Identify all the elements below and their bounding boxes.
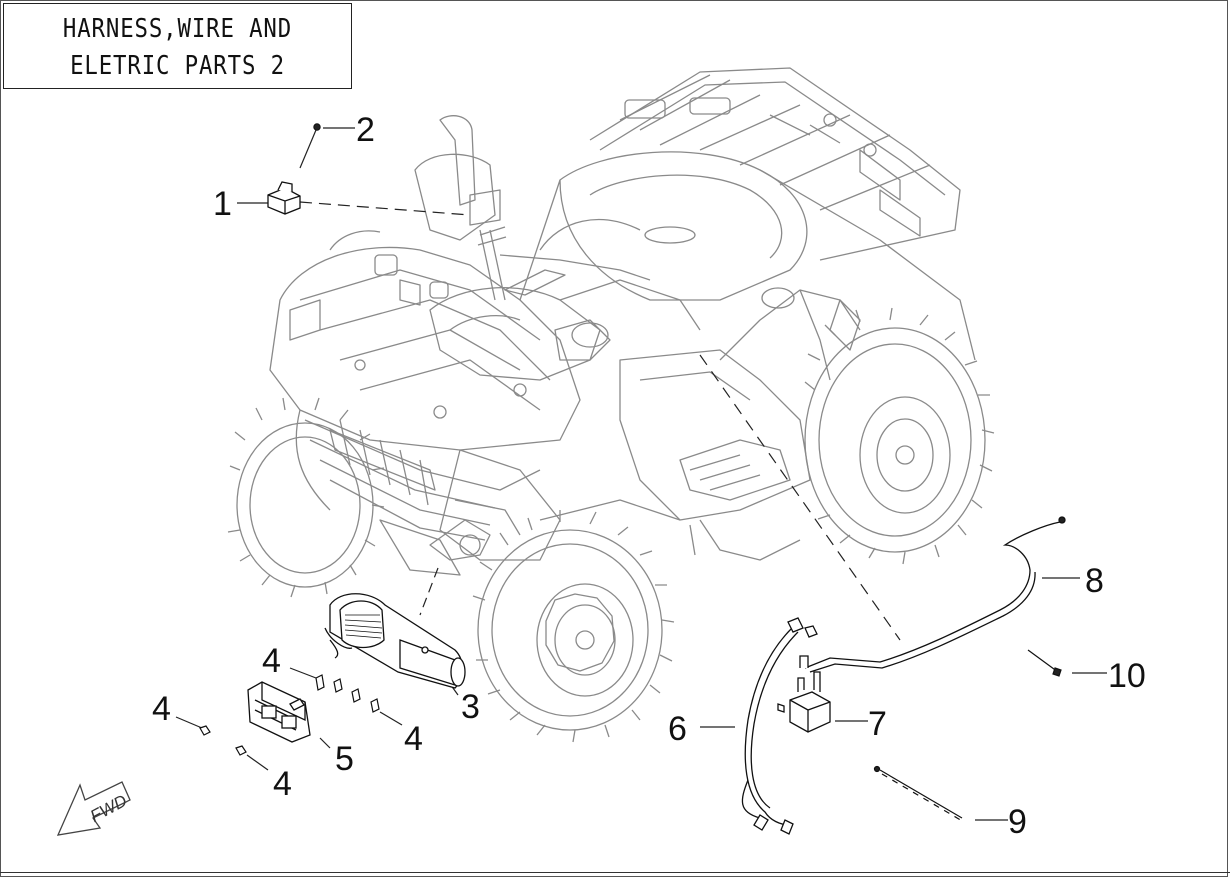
bolt-a xyxy=(315,674,325,691)
part-1-switch xyxy=(267,181,301,215)
front-right-wheel xyxy=(472,510,675,743)
bolt-e xyxy=(199,725,211,736)
footwell-and-side xyxy=(619,289,861,561)
part-9-rod xyxy=(873,765,965,823)
callout-4a: 4 xyxy=(262,642,281,680)
part-2-screw xyxy=(313,123,321,131)
callout-9: 9 xyxy=(1008,803,1027,841)
part-7-relay xyxy=(777,671,831,733)
front-rack-and-body xyxy=(269,230,581,451)
part-6-harness xyxy=(741,617,818,835)
part-8-cable xyxy=(799,516,1066,673)
fwd-arrow: FWD xyxy=(56,781,131,836)
callout-3: 3 xyxy=(461,688,480,726)
callout-4d: 4 xyxy=(273,765,292,803)
bolt-d xyxy=(370,698,380,713)
callout-6: 6 xyxy=(668,710,687,748)
seat-and-fenders xyxy=(519,151,976,361)
callout-4c: 4 xyxy=(404,720,423,758)
handlebar-and-tank xyxy=(414,115,701,381)
rear-right-wheel xyxy=(804,307,995,565)
part-3-winch xyxy=(324,593,466,689)
atv-illustration xyxy=(227,67,995,743)
title-line-2: ELETRIC PARTS 2 xyxy=(70,51,285,81)
bottom-rule xyxy=(0,872,1230,873)
callout-8: 8 xyxy=(1085,562,1104,600)
front-grille xyxy=(295,409,541,576)
callout-10: 10 xyxy=(1108,657,1146,695)
callout-numbers: 1 2 3 4 4 4 4 5 6 7 8 9 10 xyxy=(152,111,1146,841)
front-left-wheel xyxy=(227,397,385,598)
callout-7: 7 xyxy=(868,705,887,743)
part-4-bolts xyxy=(199,674,380,756)
callout-5: 5 xyxy=(335,740,354,778)
rear-rack xyxy=(589,67,961,261)
callout-4b: 4 xyxy=(152,690,171,728)
title-line-1: HARNESS,WIRE AND xyxy=(62,14,293,44)
bolt-c xyxy=(351,688,361,703)
bolt-b xyxy=(333,678,343,693)
callout-2: 2 xyxy=(356,111,375,149)
leader-lines xyxy=(175,127,1107,821)
part-10-screw xyxy=(1027,649,1062,677)
frame-and-engine xyxy=(429,449,681,561)
callout-1: 1 xyxy=(213,185,232,223)
title-box: HARNESS,WIRE AND ELETRIC PARTS 2 xyxy=(3,3,352,89)
bolt-f xyxy=(235,745,247,756)
part-5-bracket xyxy=(247,681,311,743)
